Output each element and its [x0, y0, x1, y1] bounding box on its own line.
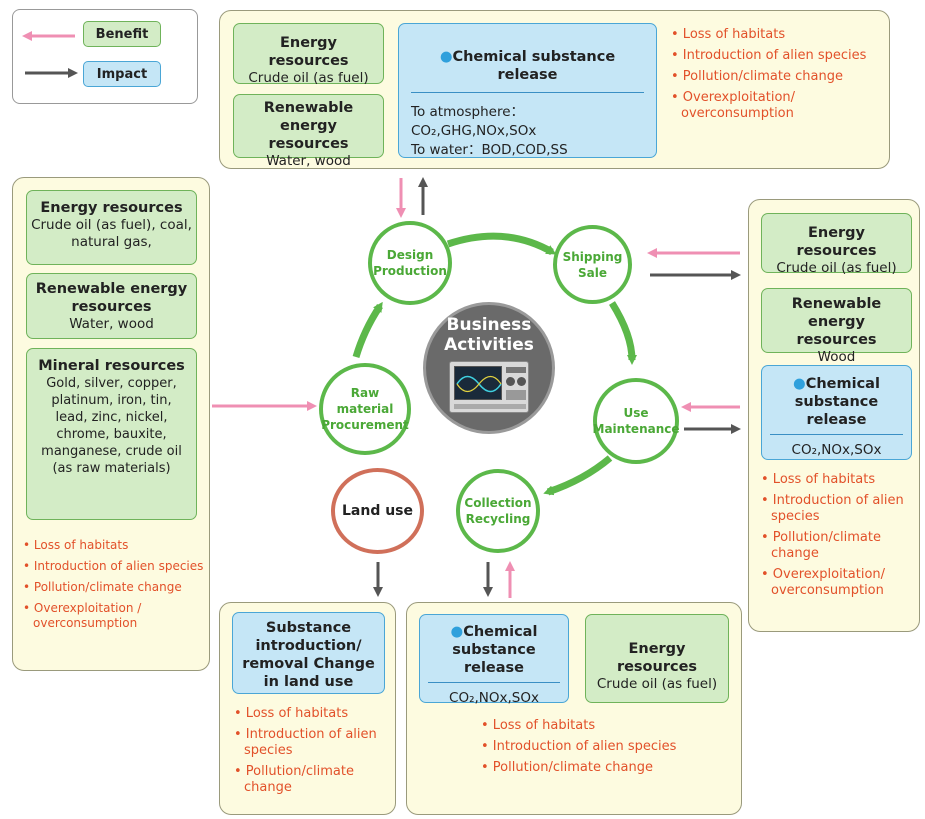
box-title: Energy resources [796, 225, 877, 259]
box-title: Chemical [805, 376, 880, 392]
land-use-substance-box: Substance introduction/ removal Change i… [232, 612, 385, 694]
impact-item: • Loss of habitats [671, 27, 786, 42]
legend-benefit-label: Benefit [83, 21, 161, 47]
box-title: energy resources [796, 314, 877, 348]
divider [411, 92, 644, 93]
stage-label: Land use [341, 503, 414, 519]
impact-item: • Introduction of alien species [481, 739, 677, 754]
box-title: Chemical [463, 624, 538, 640]
cycle-arrow-use-to-collection [543, 455, 613, 496]
box-title: Energy resources [40, 200, 183, 216]
stage-label: Sale [577, 265, 607, 280]
stage-label: Shipping [562, 249, 623, 264]
bottom-left-impacts-list: • Loss of habitats • Introduction of ali… [234, 706, 389, 801]
top-renewable-box: Renewable energy resources Water, wood [233, 94, 384, 169]
box-text: CO₂,NOx,SOx [791, 442, 882, 458]
bottom-chemical-release-box: ●Chemical substance release CO₂,NOx,SOx [419, 614, 569, 706]
legend-impact-label: Impact [83, 61, 161, 87]
bullet-dot: ● [793, 376, 806, 392]
impact-item: • Loss of habitats [761, 472, 876, 487]
bottom-energy-resources-box: Energy resources Crude oil (as fuel) [585, 614, 729, 703]
box-title: Renewable [791, 296, 882, 312]
box-title: substance release [794, 394, 879, 428]
top-impacts-list: • Loss of habitats • Introduction of ali… [671, 27, 886, 127]
stage-label: Collection [464, 496, 532, 510]
impact-item: • Overexploitation/ overconsumption [671, 90, 796, 121]
impact-item: • Pollution/climate change [234, 764, 354, 795]
left-impacts-list: • Loss of habitats • Introduction of ali… [23, 538, 207, 637]
stage-label: Recycling [465, 512, 531, 526]
impact-item: • Pollution/climate change [23, 580, 182, 594]
box-title: Energy resources [616, 641, 698, 675]
box-text: Crude oil (as fuel) [776, 260, 897, 276]
right-energy-resources-box: Energy resources Crude oil (as fuel) [761, 213, 912, 276]
impact-item: • Pollution/climate change [481, 760, 653, 775]
impact-item: • Overexploitation / overconsumption [23, 601, 142, 630]
water-line: To water：BOD,COD,SS [411, 142, 568, 158]
stage-label: Raw material [336, 386, 394, 416]
cycle-arrow-design-to-shipping [446, 232, 557, 256]
bottom-right-impacts-list: • Loss of habitats • Introduction of ali… [481, 718, 701, 781]
stage-label: Use [623, 406, 649, 420]
box-text: Water, wood [69, 316, 154, 332]
left-mineral-resources-box: Mineral resources Gold, silver, copper, … [26, 348, 197, 520]
bullet-dot: ● [450, 624, 464, 640]
impact-item: • Pollution/climate change [761, 530, 881, 561]
impact-item: • Overexploitation/ overconsumption [761, 567, 886, 598]
box-text: Gold, silver, copper, platinum, iron, ti… [41, 376, 182, 476]
business-activities-circle: Business Activities [423, 302, 555, 434]
atmosphere-line: To atmosphere：CO₂,GHG,NOx,SOx [411, 104, 537, 139]
stage-label: Design [386, 248, 434, 262]
box-title: Chemical substance release [452, 49, 616, 83]
left-energy-resources-box: Energy resources Crude oil (as fuel), co… [26, 190, 197, 265]
stage-label: Production [373, 264, 447, 278]
impact-item: • Introduction of alien species [671, 48, 867, 63]
box-text: CO₂,NOx,SOx [449, 690, 539, 706]
waveform-icon [456, 375, 502, 393]
box-text: Water, wood [266, 153, 351, 169]
top-chemical-release-box: ●Chemical substance release To atmospher… [398, 23, 657, 158]
box-text: Crude oil (as fuel), coal, natural gas, [31, 217, 192, 250]
box-title: Substance introduction/ removal Change i… [242, 620, 375, 690]
right-impacts-list: • Loss of habitats • Introduction of ali… [761, 472, 916, 604]
top-energy-resources-box: Energy resources Crude oil (as fuel) [233, 23, 384, 86]
right-chemical-release-box: ●Chemical substance release CO₂,NOx,SOx [761, 365, 912, 460]
box-text: Wood [817, 349, 856, 365]
left-renewable-box: Renewable energy resources Water, wood [26, 273, 197, 339]
measuring-instrument-icon [449, 361, 529, 413]
stage-land-use: Land use [331, 468, 424, 554]
box-title: Mineral resources [38, 358, 185, 374]
impact-item: • Loss of habitats [481, 718, 596, 733]
box-text: Crude oil (as fuel) [596, 676, 718, 692]
stage-label: Procurement [321, 418, 409, 432]
stage-label: Maintenance [592, 422, 680, 436]
impact-item: • Introduction of alien species [234, 727, 377, 758]
bullet-dot: ● [439, 49, 453, 65]
divider [428, 682, 560, 683]
legend: Benefit Impact [12, 9, 198, 104]
impact-item: • Loss of habitats [23, 538, 129, 552]
box-title: energy resources [268, 118, 349, 152]
box-title: Renewable [263, 100, 354, 116]
center-title: Business Activities [444, 315, 534, 355]
box-title: Energy resources [268, 35, 349, 69]
box-title: substance release [452, 642, 536, 676]
box-text: Crude oil (as fuel) [248, 70, 369, 86]
divider [770, 434, 903, 435]
impact-item: • Pollution/climate change [671, 69, 843, 84]
cycle-arrow-raw-to-design [352, 301, 383, 359]
impact-item: • Introduction of alien species [23, 559, 204, 573]
box-title: Renewable energy resources [35, 281, 188, 315]
cycle-arrow-shipping-to-use [609, 301, 637, 365]
right-renewable-box: Renewable energy resources Wood [761, 288, 912, 365]
impact-item: • Introduction of alien species [761, 493, 904, 524]
impact-item: • Loss of habitats [234, 706, 349, 721]
